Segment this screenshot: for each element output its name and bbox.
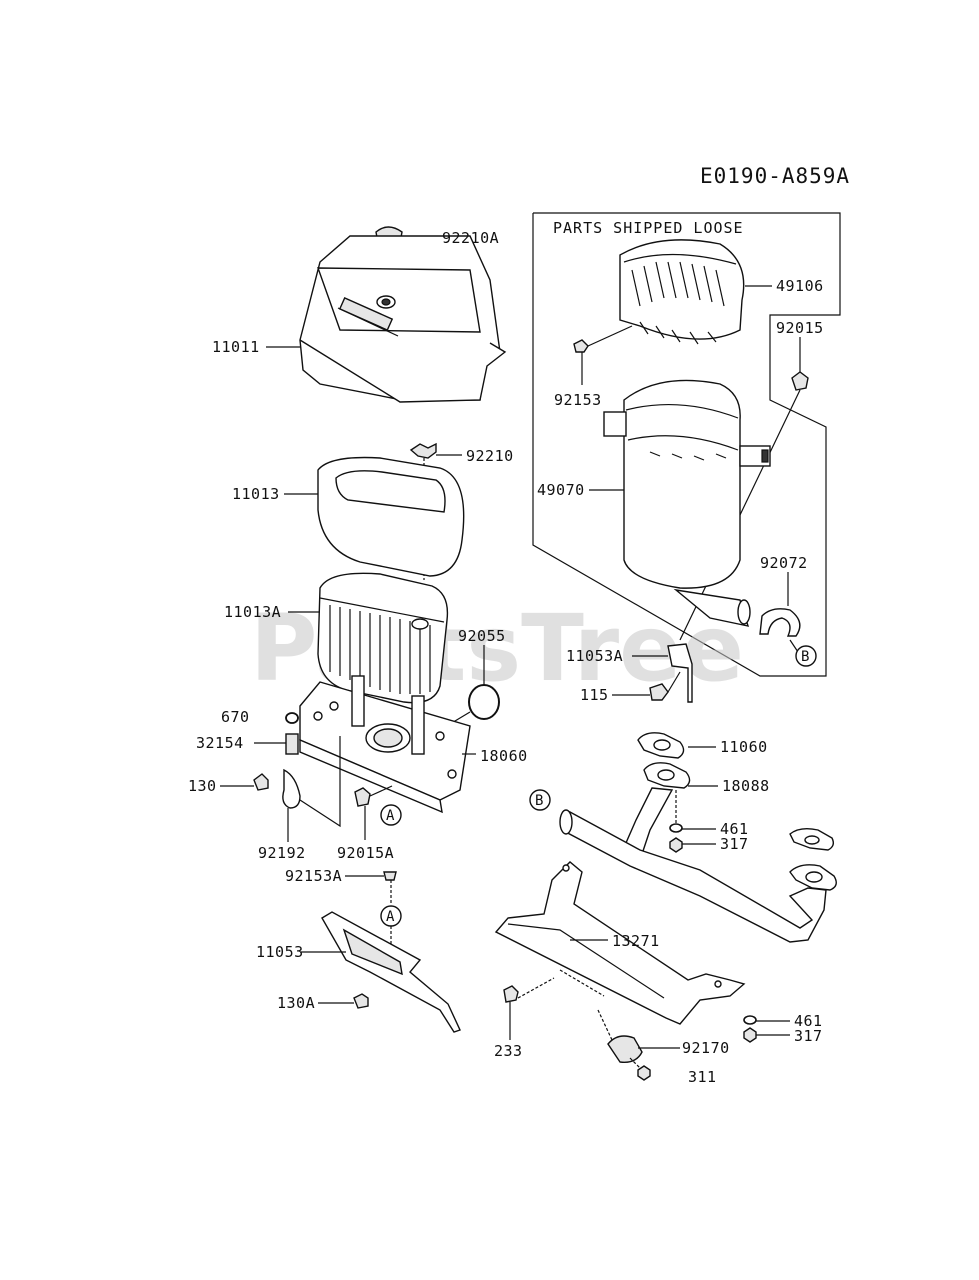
label-11013[interactable]: 11013: [232, 485, 280, 503]
part-461-nut-upper[interactable]: [669, 790, 716, 833]
part-317-washer-lower[interactable]: [743, 1027, 790, 1043]
part-18088-pipe[interactable]: [559, 762, 837, 943]
label-461-lower[interactable]: 461: [794, 1012, 823, 1030]
label-115[interactable]: 115: [580, 686, 609, 704]
part-exhaust-stub[interactable]: [673, 588, 751, 627]
part-13271-plate[interactable]: [494, 861, 746, 1025]
part-11013-precleaner[interactable]: [284, 456, 465, 577]
parts-shipped-loose-box: PARTS SHIPPED LOOSE: [532, 212, 841, 677]
callout-b-2: B: [529, 789, 551, 811]
label-92055[interactable]: 92055: [458, 627, 506, 645]
label-130[interactable]: 130: [188, 777, 217, 795]
part-11011-cover[interactable]: [266, 235, 507, 403]
part-317-washer-upper[interactable]: [669, 837, 716, 853]
part-461-nut-lower[interactable]: [743, 1015, 790, 1025]
label-311[interactable]: 311: [688, 1068, 717, 1086]
label-18060[interactable]: 18060: [480, 747, 528, 765]
svg-text:A: A: [386, 808, 395, 824]
label-130A[interactable]: 130A: [277, 994, 315, 1012]
label-11053[interactable]: 11053: [256, 943, 304, 961]
callout-b-1: B: [795, 645, 817, 667]
label-49106[interactable]: 49106: [776, 277, 824, 295]
part-11060-gasket[interactable]: [637, 732, 716, 759]
part-92015A-nut[interactable]: [354, 785, 393, 840]
label-11013A[interactable]: 11013A: [224, 603, 281, 621]
part-130-bolt[interactable]: [220, 773, 269, 791]
part-233-bolt[interactable]: [503, 977, 555, 1040]
label-233[interactable]: 233: [494, 1042, 523, 1060]
svg-text:B: B: [535, 793, 543, 809]
label-32154[interactable]: 32154: [196, 734, 244, 752]
label-461-upper[interactable]: 461: [720, 820, 749, 838]
part-49070-muffler[interactable]: [589, 379, 771, 589]
part-11053-bracket[interactable]: [300, 911, 461, 1033]
label-92072[interactable]: 92072: [760, 554, 808, 572]
part-32154-fitting[interactable]: [254, 733, 299, 755]
label-92170[interactable]: 92170: [682, 1039, 730, 1057]
part-11013A-element[interactable]: [288, 572, 449, 704]
part-115-bolt[interactable]: [612, 671, 681, 701]
label-11053A[interactable]: 11053A: [566, 647, 623, 665]
label-49070[interactable]: 49070: [537, 481, 585, 499]
label-92210[interactable]: 92210: [466, 447, 514, 465]
part-670-gasket[interactable]: [285, 712, 299, 724]
part-18060-base[interactable]: [299, 675, 476, 814]
label-92153[interactable]: 92153: [554, 391, 602, 409]
part-311-nut[interactable]: [629, 1057, 651, 1081]
part-92072-clamp[interactable]: [759, 572, 801, 653]
label-11060[interactable]: 11060: [720, 738, 768, 756]
diagram-id: E0190-A859A: [700, 164, 850, 188]
part-92192-hose[interactable]: [282, 736, 341, 842]
part-92153-screw[interactable]: [573, 325, 633, 385]
label-670[interactable]: 670: [221, 708, 250, 726]
label-317-upper[interactable]: 317: [720, 835, 749, 853]
label-11011[interactable]: 11011: [212, 338, 260, 356]
part-11053A-bracket[interactable]: [632, 643, 693, 703]
part-49106-guard[interactable]: [619, 239, 772, 345]
label-92015A[interactable]: 92015A: [337, 844, 394, 862]
part-92153A-bolt[interactable]: [345, 871, 397, 945]
label-92015[interactable]: 92015: [776, 319, 824, 337]
part-labels: 92210A 11011 92210 11013 11013A 92055 67…: [188, 229, 824, 1086]
label-92192[interactable]: 92192: [258, 844, 306, 862]
label-317-lower[interactable]: 317: [794, 1027, 823, 1045]
part-92170-spacer[interactable]: [597, 1009, 680, 1063]
label-13271[interactable]: 13271: [612, 932, 660, 950]
svg-text:B: B: [801, 649, 809, 665]
label-92153A[interactable]: 92153A: [285, 867, 342, 885]
part-130A-bolt[interactable]: [318, 993, 369, 1009]
label-92210A[interactable]: 92210A: [442, 229, 499, 247]
label-18088[interactable]: 18088: [722, 777, 770, 795]
loose-box-title: PARTS SHIPPED LOOSE: [553, 219, 744, 237]
svg-text:A: A: [386, 909, 395, 925]
callout-a-1: A: [380, 804, 402, 826]
callout-a-2: A: [380, 905, 402, 927]
